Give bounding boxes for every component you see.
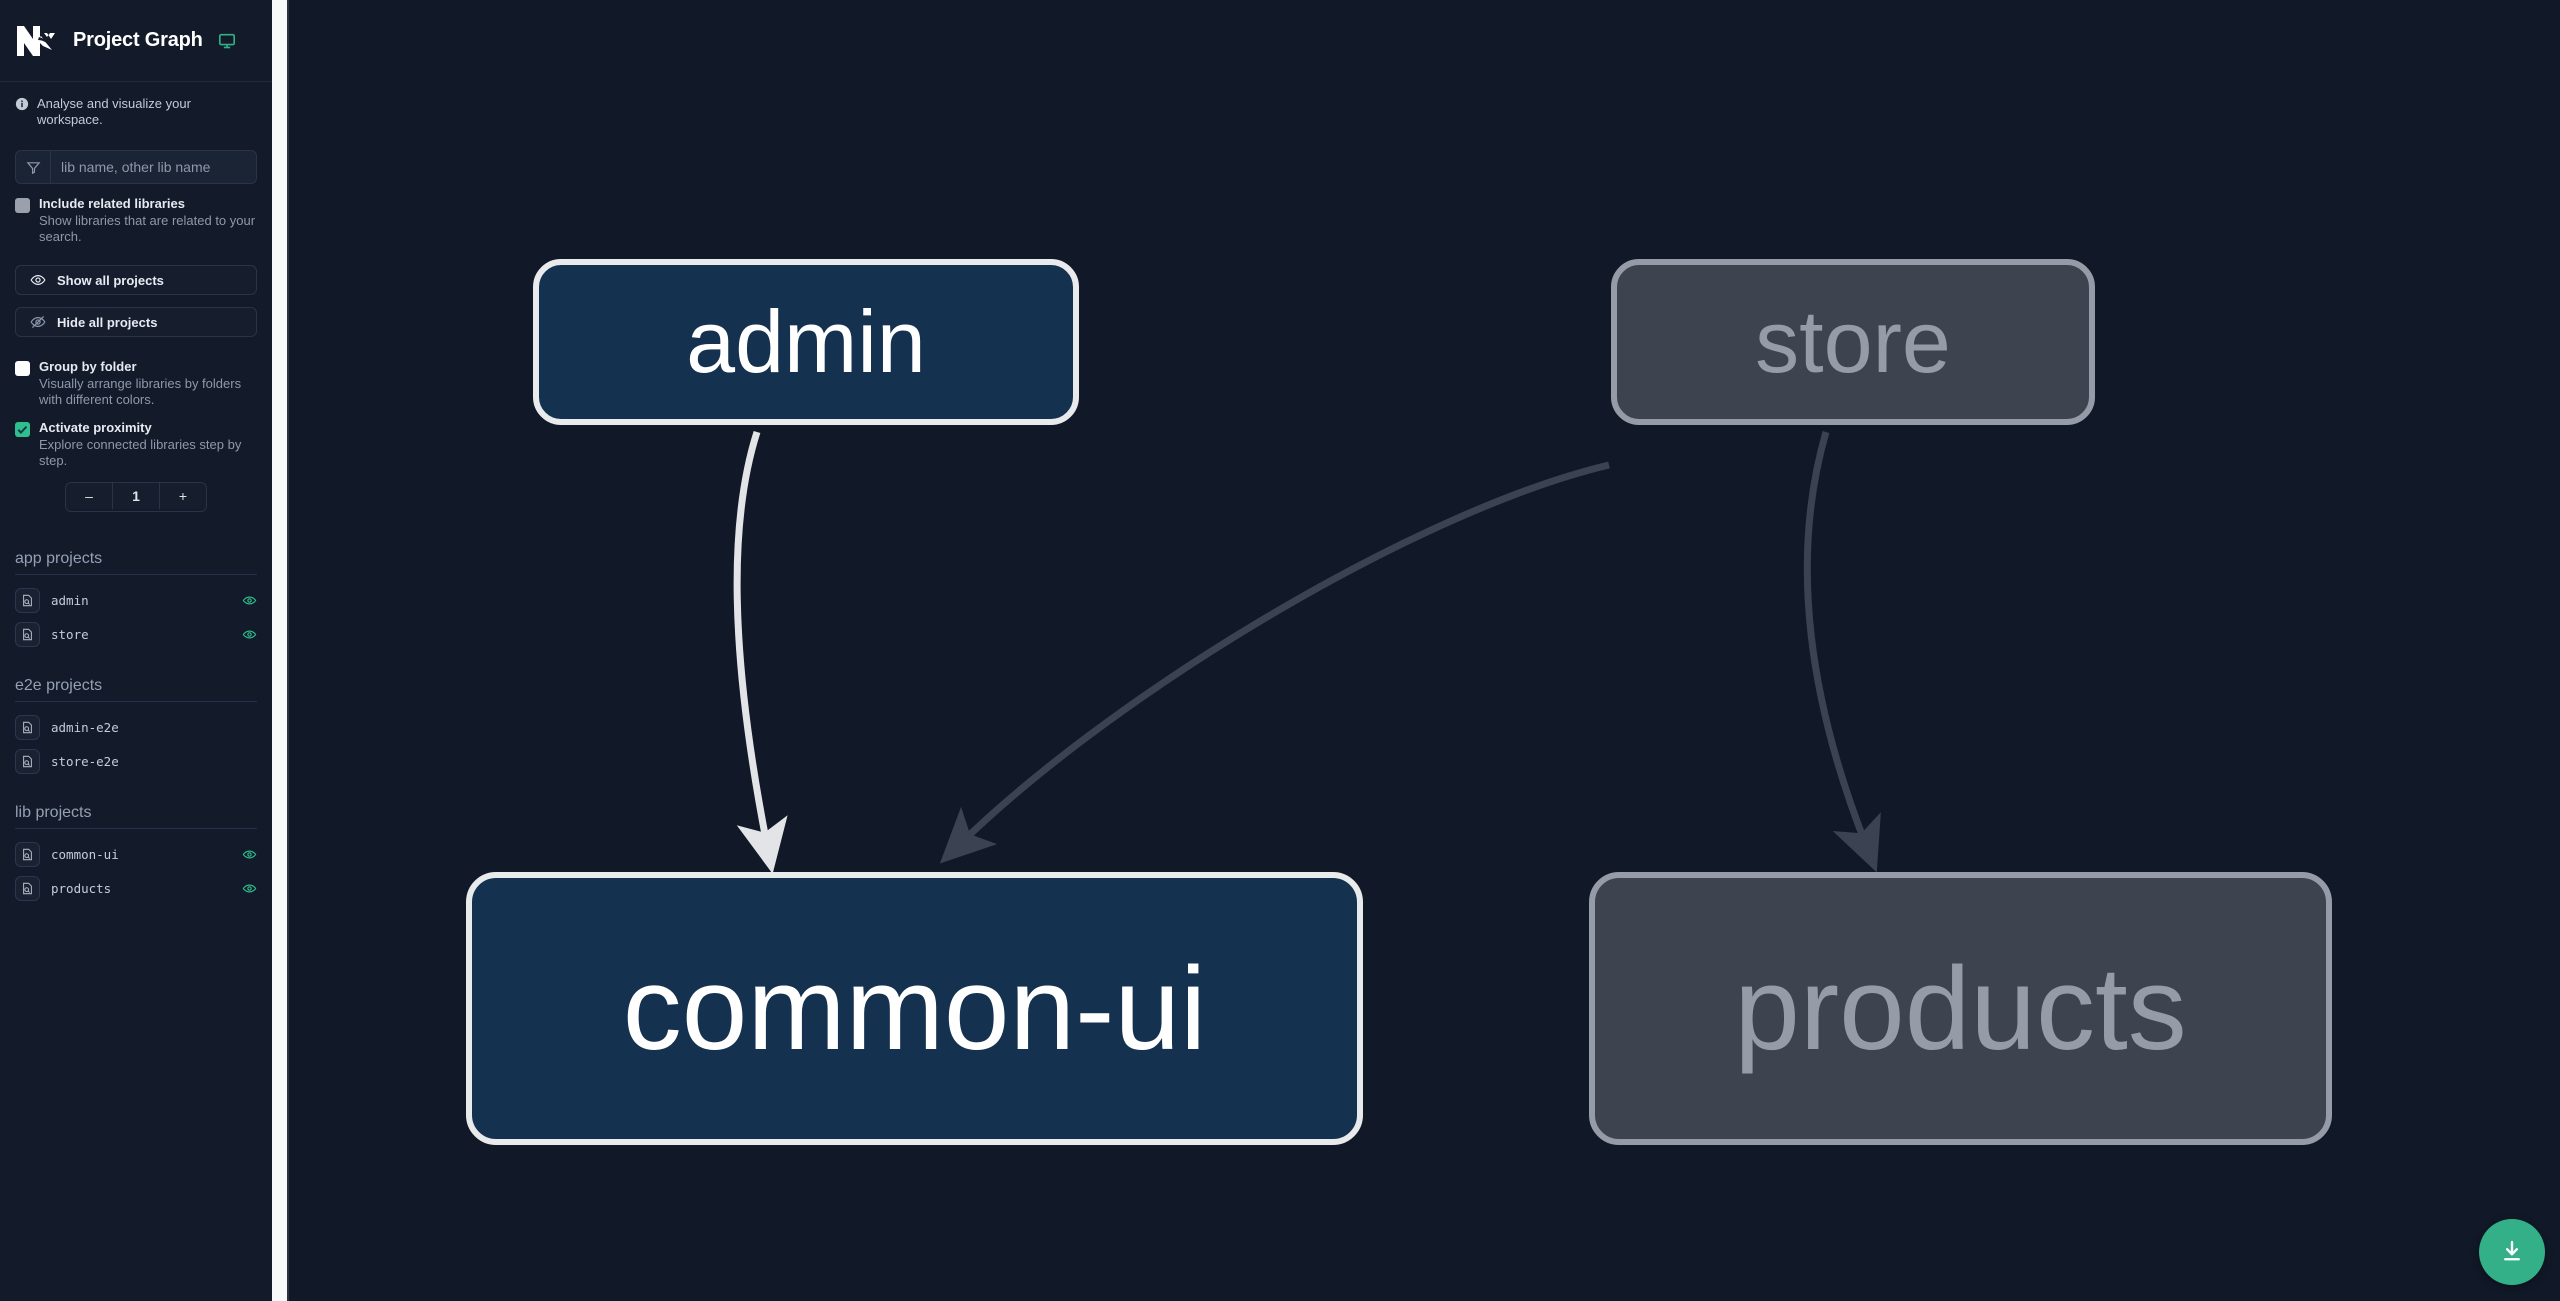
project-icon bbox=[15, 875, 40, 901]
project-icon bbox=[15, 714, 40, 740]
edge-store-to-common-ui bbox=[939, 461, 1610, 864]
sidebar-item-label: admin-e2e bbox=[51, 719, 119, 735]
sidebar-item-label: common-ui bbox=[51, 846, 119, 862]
activate-proximity-label: Activate proximity bbox=[39, 420, 152, 435]
nx-logo-icon bbox=[15, 24, 57, 58]
sidebar-item-admin[interactable]: admin bbox=[15, 583, 257, 617]
graph-node-label: store bbox=[1755, 292, 1951, 391]
graph-node-store[interactable]: store bbox=[1611, 259, 2095, 425]
project-graph-canvas[interactable]: admin store common-ui products bbox=[289, 0, 2560, 1301]
option-activate-proximity[interactable]: Activate proximity Explore connected lib… bbox=[0, 408, 272, 469]
eye-icon[interactable] bbox=[242, 881, 257, 896]
sidebar-divider bbox=[287, 0, 289, 1301]
check-icon bbox=[17, 425, 28, 434]
group-by-folder-label: Group by folder bbox=[39, 359, 137, 374]
sidebar-item-admin-e2e[interactable]: admin-e2e bbox=[15, 710, 257, 744]
download-icon bbox=[2504, 1240, 2520, 1261]
section-title-app-projects: app projects bbox=[15, 550, 257, 575]
group-by-folder-checkbox[interactable] bbox=[15, 361, 30, 376]
graph-node-label: products bbox=[1734, 942, 2187, 1075]
monitor-icon[interactable] bbox=[218, 32, 236, 50]
sidebar-tagline-text: Analyse and visualize your workspace. bbox=[37, 96, 191, 127]
graph-node-admin[interactable]: admin bbox=[533, 259, 1079, 425]
funnel-icon bbox=[16, 151, 51, 183]
sidebar-scrollbar[interactable] bbox=[272, 0, 287, 1301]
project-icon bbox=[15, 621, 40, 647]
sidebar-item-store-e2e[interactable]: store-e2e bbox=[15, 744, 257, 778]
eye-icon[interactable] bbox=[242, 847, 257, 862]
search-field-wrapper bbox=[15, 150, 257, 184]
show-all-projects-button[interactable]: Show all projects bbox=[15, 265, 257, 295]
proximity-stepper: – 1 + bbox=[15, 482, 257, 512]
eye-icon bbox=[30, 274, 46, 286]
group-by-folder-description: Visually arrange libraries by folders wi… bbox=[39, 376, 242, 407]
edge-admin-to-common-ui bbox=[733, 430, 788, 874]
project-icon bbox=[15, 841, 40, 867]
include-related-libraries-description: Show libraries that are related to your … bbox=[39, 213, 256, 244]
hide-all-projects-label: Hide all projects bbox=[57, 314, 158, 330]
graph-node-label: admin bbox=[686, 292, 926, 391]
sidebar-item-store[interactable]: store bbox=[15, 617, 257, 651]
section-title-e2e-projects: e2e projects bbox=[15, 677, 257, 702]
proximity-decrement-button[interactable]: – bbox=[66, 483, 112, 509]
sidebar-tagline: Analyse and visualize your workspace. bbox=[0, 82, 272, 128]
section-app-projects: app projects admin bbox=[15, 512, 257, 651]
eye-off-icon bbox=[30, 315, 46, 329]
search-input[interactable] bbox=[51, 151, 256, 183]
sidebar-header: Project Graph bbox=[0, 0, 272, 82]
sidebar-item-common-ui[interactable]: common-ui bbox=[15, 837, 257, 871]
section-lib-projects: lib projects common-ui bbox=[15, 778, 257, 905]
sidebar-item-label: products bbox=[51, 880, 112, 896]
include-related-libraries-label: Include related libraries bbox=[39, 196, 185, 211]
option-include-related-libraries[interactable]: Include related libraries Show libraries… bbox=[0, 184, 272, 245]
hide-all-projects-button[interactable]: Hide all projects bbox=[15, 307, 257, 337]
info-icon bbox=[15, 97, 29, 111]
include-related-libraries-checkbox[interactable] bbox=[15, 198, 30, 213]
section-title-lib-projects: lib projects bbox=[15, 804, 257, 829]
page-title: Project Graph bbox=[73, 29, 203, 51]
activate-proximity-description: Explore connected libraries step by step… bbox=[39, 437, 242, 468]
eye-icon[interactable] bbox=[242, 627, 257, 642]
project-icon bbox=[15, 587, 40, 613]
section-e2e-projects: e2e projects admin-e2e bbox=[15, 651, 257, 778]
show-all-projects-label: Show all projects bbox=[57, 272, 164, 288]
graph-edges bbox=[733, 430, 1881, 874]
graph-node-common-ui[interactable]: common-ui bbox=[466, 872, 1363, 1145]
sidebar: Project Graph Analyse and visualize your… bbox=[0, 0, 272, 1301]
graph-node-label: common-ui bbox=[622, 942, 1207, 1075]
sidebar-item-label: store-e2e bbox=[51, 753, 119, 769]
graph-node-products[interactable]: products bbox=[1589, 872, 2332, 1145]
activate-proximity-checkbox[interactable] bbox=[15, 422, 30, 437]
proximity-value: 1 bbox=[112, 483, 160, 509]
option-group-by-folder[interactable]: Group by folder Visually arrange librari… bbox=[0, 337, 272, 408]
edge-store-to-products bbox=[1803, 431, 1881, 873]
sidebar-item-label: store bbox=[51, 626, 89, 642]
proximity-increment-button[interactable]: + bbox=[160, 483, 206, 509]
sidebar-item-label: admin bbox=[51, 592, 89, 608]
eye-icon[interactable] bbox=[242, 593, 257, 608]
download-graph-button[interactable] bbox=[2479, 1219, 2545, 1285]
sidebar-item-products[interactable]: products bbox=[15, 871, 257, 905]
project-icon bbox=[15, 748, 40, 774]
